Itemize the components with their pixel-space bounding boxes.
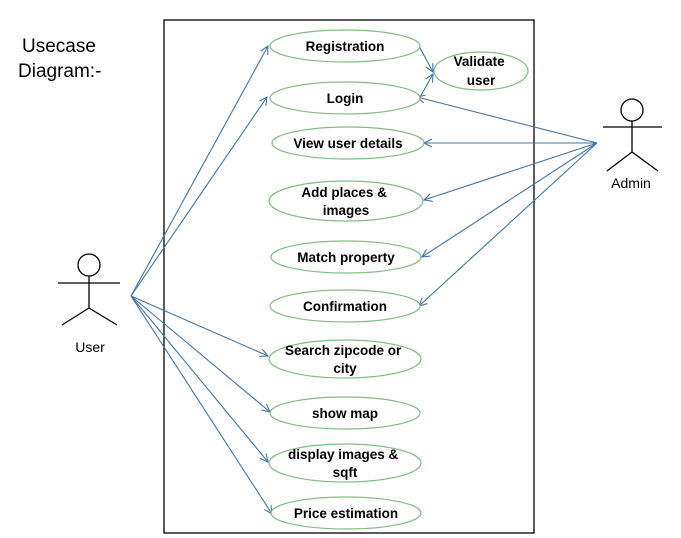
use-case-validate-user: Validate user xyxy=(433,51,529,91)
admin-actor-icon xyxy=(603,98,662,172)
use-case-confirmation: Confirmation xyxy=(269,289,421,323)
assoc-admin-add-places xyxy=(424,142,598,200)
include-associations xyxy=(418,45,433,100)
svg-text:Validate user: Validate user xyxy=(454,54,509,88)
use-case-add-places-label-2: images xyxy=(323,203,370,218)
use-case-display-images-label-1: display images & xyxy=(288,447,399,462)
assoc-user-login xyxy=(130,97,267,297)
user-actor-label: User xyxy=(75,339,105,355)
title-line-2: Diagram:- xyxy=(18,61,101,82)
system-boundary xyxy=(163,19,535,534)
use-case-search-zipcode-city: Search zipcode or city xyxy=(268,339,422,379)
svg-text:Price estimation: Price estimation xyxy=(294,506,398,521)
title-line-1: Usecase xyxy=(22,36,96,57)
use-case-match-property: Match property xyxy=(270,240,422,274)
admin-actor-label: Admin xyxy=(611,175,651,191)
svg-text:show map: show map xyxy=(312,406,378,421)
use-case-price-estimation-label: Price estimation xyxy=(294,506,398,521)
assoc-user-registration xyxy=(130,46,268,297)
svg-text:Search zipcode or city: Search zipcode or city xyxy=(285,343,405,376)
use-case-validate-user-label-2: user xyxy=(467,73,496,88)
use-case-display-images-label-2: sqft xyxy=(333,465,358,480)
use-case-match-property-label: Match property xyxy=(297,250,395,265)
assoc-admin-confirmation xyxy=(419,142,598,306)
use-case-search-label-2: city xyxy=(333,361,357,376)
use-case-search-label-1: Search zipcode or xyxy=(285,343,402,358)
svg-text:Add places & images: Add places & images xyxy=(301,185,390,218)
assoc-registration-validate xyxy=(418,45,433,72)
use-case-show-map: show map xyxy=(269,396,421,430)
use-case-registration: Registration xyxy=(269,29,421,63)
use-case-validate-user-label-1: Validate xyxy=(454,54,506,69)
svg-text:Registration: Registration xyxy=(306,39,385,54)
use-case-add-places-label-1: Add places & xyxy=(301,185,387,200)
user-actor-icon xyxy=(58,253,120,326)
svg-text:Confirmation: Confirmation xyxy=(303,299,387,314)
diagram-title: Usecase Diagram:- xyxy=(18,36,101,82)
use-case-display-images-sqft: display images & sqft xyxy=(268,443,422,483)
use-case-login: Login xyxy=(269,81,421,115)
svg-text:View user details: View user details xyxy=(293,136,402,151)
assoc-login-validate xyxy=(418,74,433,100)
svg-text:Login: Login xyxy=(327,91,364,106)
use-case-login-label: Login xyxy=(327,91,364,106)
use-case-registration-label: Registration xyxy=(306,39,385,54)
assoc-user-show-map xyxy=(130,295,270,412)
user-associations xyxy=(130,46,272,514)
assoc-user-search xyxy=(130,295,268,356)
use-case-view-user-details: View user details xyxy=(271,126,425,160)
use-case-show-map-label: show map xyxy=(312,406,378,421)
use-case-add-places-images: Add places & images xyxy=(268,180,424,222)
use-case-price-estimation: Price estimation xyxy=(270,496,422,530)
assoc-user-display-images xyxy=(130,295,268,462)
use-case-view-user-details-label: View user details xyxy=(293,136,402,151)
svg-text:display images & sqft: display images & sqft xyxy=(288,447,402,480)
admin-associations xyxy=(417,97,598,306)
svg-text:Match property: Match property xyxy=(297,250,395,265)
assoc-user-price-estimation xyxy=(130,295,272,514)
assoc-admin-match-property xyxy=(422,142,598,257)
assoc-admin-login xyxy=(417,97,598,144)
use-case-confirmation-label: Confirmation xyxy=(303,299,387,314)
